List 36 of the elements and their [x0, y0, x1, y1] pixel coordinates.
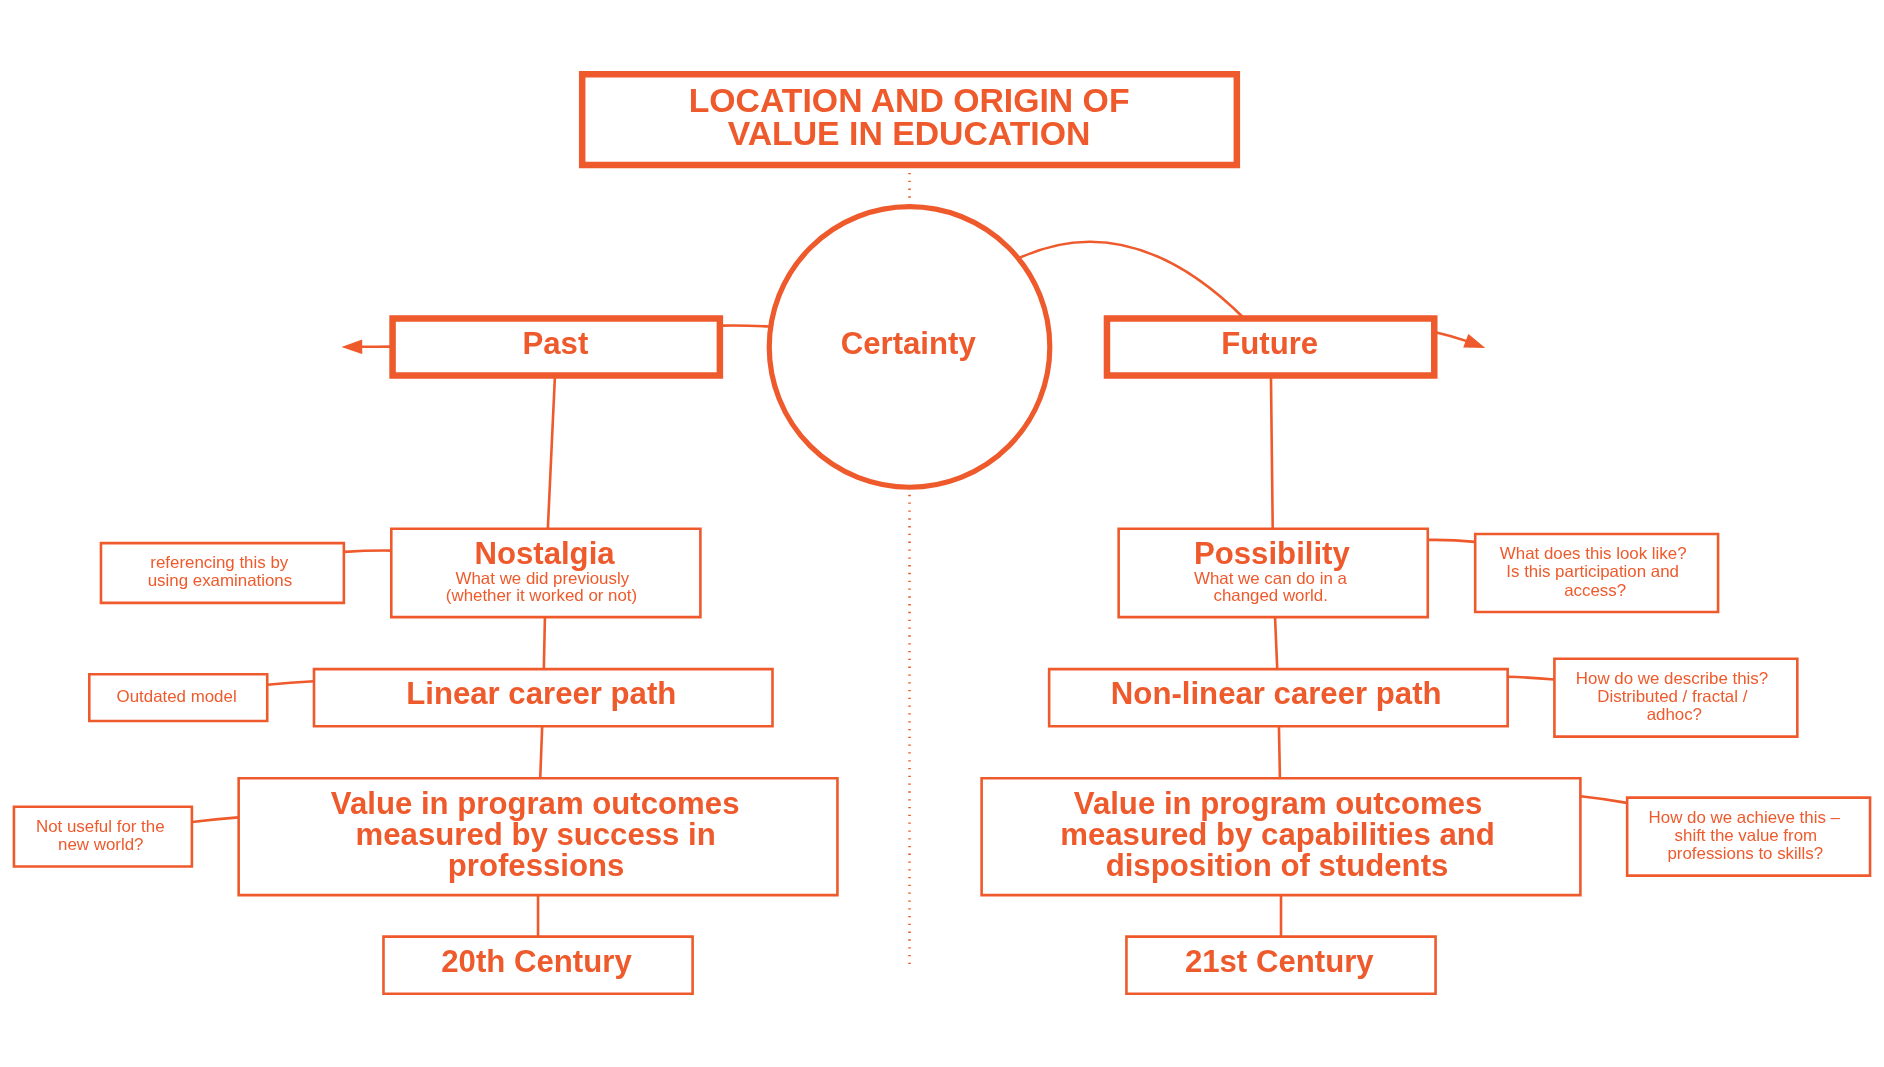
connector: [546, 375, 557, 529]
node-box: Value in program outcomes measured by capabilities and disposition of students: [980, 776, 1582, 896]
connector: [536, 894, 540, 936]
node-box: Future: [1103, 314, 1438, 379]
arrow: [1434, 330, 1486, 348]
node-box: Past: [389, 314, 724, 379]
node-box: Linear career path: [312, 667, 774, 728]
node-box: Outdated model: [88, 672, 269, 722]
connector: [542, 616, 547, 669]
connector: [720, 323, 771, 328]
connector: [1018, 240, 1245, 319]
node-box: LOCATION AND ORIGIN OF VALUE IN EDUCATION: [578, 70, 1241, 168]
node-box: 21st Century: [1125, 934, 1437, 995]
node-box: Nostalgia What we did previously (whether it worked or not): [389, 527, 702, 618]
node-box: referencing this by using examinations: [99, 541, 346, 604]
node-box: 20th Century: [382, 934, 694, 995]
node-box: Non-linear career path: [1047, 667, 1509, 728]
node-box: How do we describe this? Distributed / fractal / adhoc?: [1553, 656, 1799, 738]
node-box: What does this look like? Is this participation and access?: [1473, 532, 1720, 613]
connector: [1273, 616, 1279, 669]
connector: [1427, 538, 1476, 543]
connector: [267, 679, 314, 686]
connector: [1580, 794, 1628, 804]
connector: [538, 726, 544, 778]
connector: [344, 548, 392, 553]
connector: [1277, 726, 1282, 778]
connector: [1507, 674, 1555, 681]
node-box: Value in program outcomes measured by success in professions: [237, 776, 839, 896]
node-box: Not useful for the new world?: [12, 804, 194, 868]
connector: [1269, 375, 1274, 529]
connector: [192, 815, 239, 823]
node-circle: Certainty: [766, 203, 1053, 490]
node-box: How do we achieve this – shift the value from professions to skills?: [1625, 795, 1872, 877]
node-box: Possibility What we can do in a changed world.: [1117, 527, 1430, 618]
arrow: [341, 339, 393, 354]
connector: [1279, 894, 1283, 936]
